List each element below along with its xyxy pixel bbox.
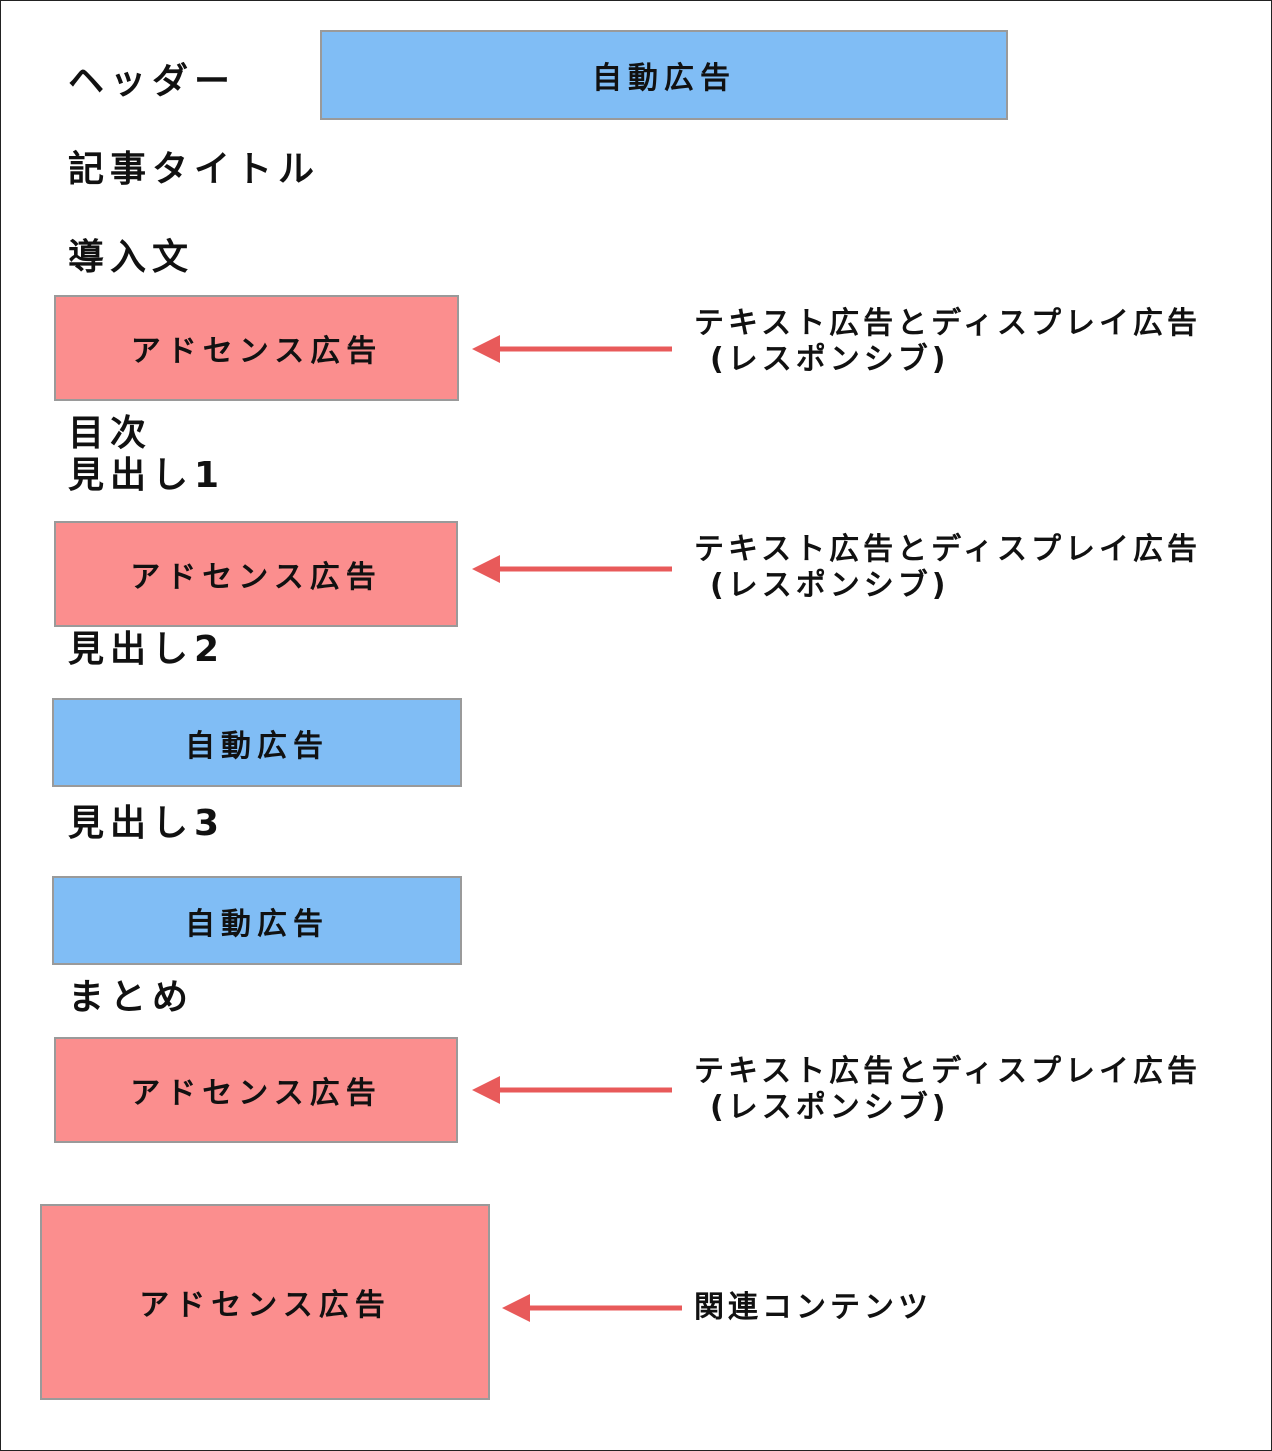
label-heading2: 見出し2 [68, 629, 226, 670]
note-text-display-ad: テキスト広告とディスプレイ広告 (レスポンシブ) [694, 532, 1201, 604]
arrow-left-icon [472, 335, 672, 363]
note-line1: テキスト広告とディスプレイ広告 [694, 532, 1201, 567]
label-header: ヘッダー [68, 61, 237, 102]
adsense-ad-2: アドセンス広告 [54, 521, 458, 627]
label-heading3: 見出し3 [68, 803, 226, 844]
arrow-left-icon [472, 555, 672, 583]
note-related-content: 関連コンテンツ [694, 1290, 932, 1325]
auto-ad-header: 自動広告 [320, 30, 1008, 120]
note-text-display-ad: テキスト広告とディスプレイ広告 (レスポンシブ) [694, 1054, 1201, 1126]
note-line2: (レスポンシブ) [710, 1090, 950, 1125]
label-heading1: 見出し1 [68, 455, 226, 496]
label-toc: 目次 [68, 413, 153, 454]
note-text-display-ad: テキスト広告とディスプレイ広告 (レスポンシブ) [694, 306, 1201, 378]
adsense-ad-3: アドセンス広告 [54, 1037, 458, 1143]
label-intro: 導入文 [68, 237, 195, 278]
arrow-left-icon [472, 1076, 672, 1104]
adsense-ad-1: アドセンス広告 [54, 295, 459, 401]
note-line2: (レスポンシブ) [710, 568, 950, 603]
label-article-title: 記事タイトル [68, 149, 321, 190]
arrow-left-icon [502, 1294, 682, 1322]
note-line2: (レスポンシブ) [710, 342, 950, 377]
auto-ad-2: 自動広告 [52, 698, 462, 787]
note-line1: テキスト広告とディスプレイ広告 [694, 306, 1201, 341]
auto-ad-3: 自動広告 [52, 876, 462, 965]
note-line1: テキスト広告とディスプレイ広告 [694, 1054, 1201, 1089]
adsense-ad-related: アドセンス広告 [40, 1204, 490, 1400]
label-summary: まとめ [68, 977, 195, 1018]
